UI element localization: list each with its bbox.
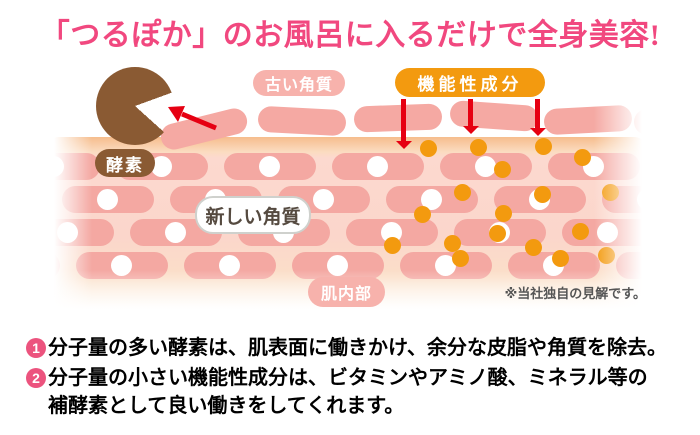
disclaimer-note: ※当社独自の見解です。 (504, 286, 646, 301)
eating-arrow-icon (168, 106, 217, 131)
white-dot (57, 222, 78, 243)
label-functional-ingredients: 機能性成分 (395, 68, 545, 97)
label-old-keratin: 古い角質 (253, 70, 345, 96)
ingredient-dot (451, 249, 469, 267)
ingredient-dot (493, 160, 511, 178)
white-dot (259, 156, 280, 177)
white-dot (165, 222, 186, 243)
point-2-number-badge: 2 (26, 368, 46, 388)
white-dot (313, 189, 334, 210)
ingredient-dot (573, 148, 591, 166)
old-keratin-cell (633, 108, 648, 138)
ingredient-dot (419, 139, 437, 157)
point-1-text: 分子量の多い酵素は、肌表面に働きかけ、余分な皮脂や角質を除去。 (48, 337, 667, 359)
ingredient-dot (551, 249, 569, 267)
ingredient-dot (443, 234, 461, 252)
white-dot (111, 255, 132, 276)
penetration-arrow-icon (401, 99, 406, 141)
ingredient-dot (488, 224, 506, 242)
white-dot (219, 255, 240, 276)
ingredient-dot (534, 137, 552, 155)
point-1: 1 分子量の多い酵素は、肌表面に働きかけ、余分な皮脂や角質を除去。 (26, 334, 692, 362)
old-keratin-cell (543, 104, 633, 136)
ingredient-dot (494, 204, 512, 222)
white-dot (151, 156, 172, 177)
label-new-keratin: 新しい角質 (195, 196, 311, 234)
ingredient-dot (383, 236, 401, 254)
white-dot (475, 156, 496, 177)
old-keratin-cell (257, 105, 347, 137)
label-skin-interior: 肌内部 (308, 277, 385, 307)
ingredient-dot (601, 183, 619, 201)
enzyme-pacman-icon (96, 67, 174, 145)
ingredient-dot (597, 246, 615, 264)
ingredient-dot (524, 238, 542, 256)
ingredient-dot (469, 138, 487, 156)
description-points: 1 分子量の多い酵素は、肌表面に働きかけ、余分な皮脂や角質を除去。 2 分子量の… (26, 334, 692, 422)
ingredient-dot (453, 183, 471, 201)
label-enzyme: 酵素 (95, 149, 155, 177)
white-dot (421, 189, 442, 210)
page-title: 「つるぽか」のお風呂に入るだけで全身美容! (39, 19, 661, 52)
white-dot (97, 189, 118, 210)
point-2-text: 分子量の小さい機能性成分は、ビタミンやアミノ酸、ミネラル等の 補酵素として良い働… (48, 367, 648, 417)
white-dot (327, 255, 348, 276)
ingredient-dot (571, 222, 589, 240)
ingredient-dot (533, 185, 551, 203)
penetration-arrow-icon (535, 99, 540, 128)
point-1-number-badge: 1 (26, 338, 46, 358)
white-dot (597, 222, 618, 243)
skin-diagram: 古い角質 機能性成分 酵素 新しい角質 肌内部 ※当社独自の見解です。 (48, 62, 648, 318)
ingredient-dot (413, 205, 431, 223)
old-keratin-cell (353, 103, 443, 133)
white-dot (367, 156, 388, 177)
penetration-arrow-icon (468, 99, 473, 126)
point-2: 2 分子量の小さい機能性成分は、ビタミンやアミノ酸、ミネラル等の 補酵素として良… (26, 364, 692, 420)
skin-cell (48, 252, 60, 279)
skin-cell (616, 252, 648, 279)
